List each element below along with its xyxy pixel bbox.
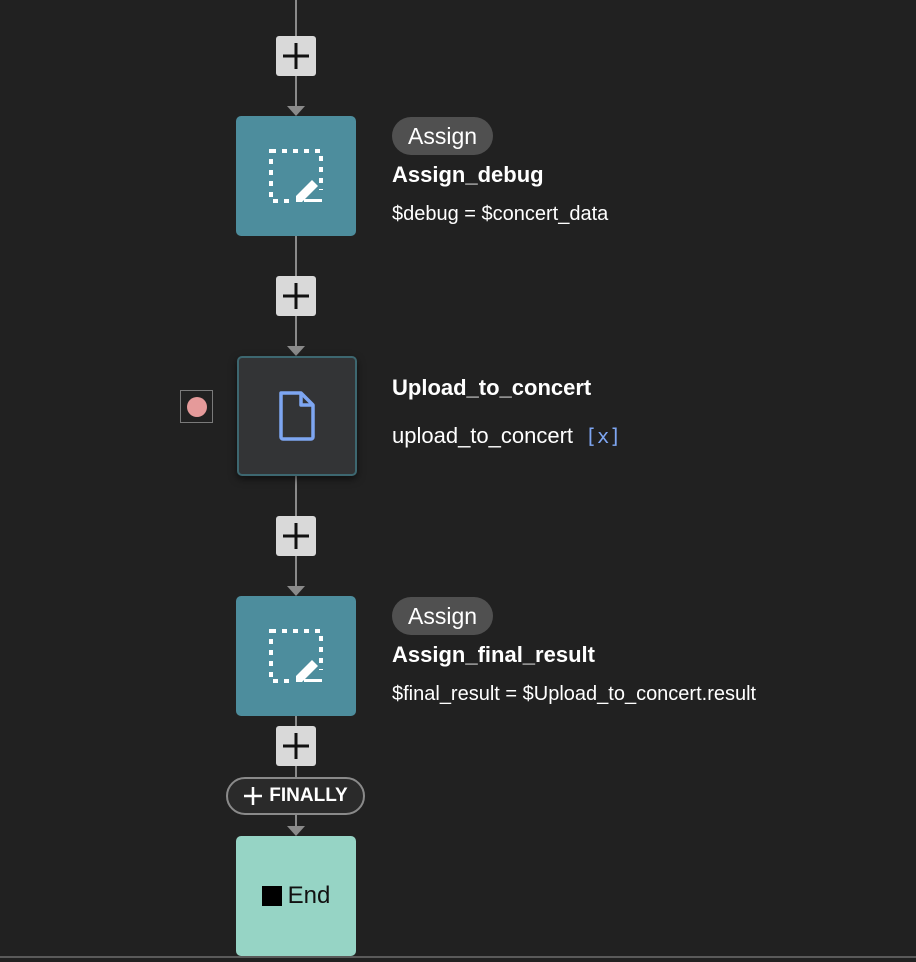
plus-icon	[283, 43, 309, 69]
finally-label: FINALLY	[269, 785, 348, 806]
connector-line	[295, 476, 297, 516]
add-step-button[interactable]	[276, 276, 316, 316]
file-icon	[279, 391, 315, 441]
node-subtitle: $final_result = $Upload_to_concert.resul…	[392, 683, 757, 705]
plus-icon	[283, 523, 309, 549]
stop-icon	[261, 886, 282, 906]
node-type-badge: Assign	[392, 117, 494, 155]
add-step-button[interactable]	[276, 516, 316, 556]
node-end[interactable]: End	[236, 836, 356, 956]
breakpoint-toggle[interactable]	[180, 390, 213, 423]
breakpoint-dot	[186, 396, 207, 417]
variables-icon[interactable]: [x]	[585, 424, 622, 448]
connector-line	[295, 316, 297, 346]
connector-line	[295, 556, 297, 586]
node-subtitle: upload_to_concert	[392, 423, 574, 448]
add-finally-button[interactable]: FINALLY	[226, 777, 365, 815]
node-subtitle: $debug = $concert_data	[392, 203, 609, 225]
node-upload-to-concert[interactable]	[237, 356, 357, 476]
node-title: Upload_to_concert	[392, 375, 592, 400]
plus-icon	[283, 733, 309, 759]
assign-edit-icon	[269, 629, 324, 684]
end-content: End	[261, 882, 331, 910]
node-title: Assign_debug	[392, 162, 544, 187]
node-subtitle-row: upload_to_concert [x]	[392, 423, 621, 449]
add-step-button[interactable]	[276, 36, 316, 76]
connector-line	[295, 766, 297, 777]
connector-arrow	[287, 106, 305, 116]
connector-arrow	[287, 586, 305, 596]
add-step-button[interactable]	[276, 726, 316, 766]
panel-divider	[0, 956, 916, 958]
node-assign-debug[interactable]	[236, 116, 356, 236]
node-title: Assign_final_result	[392, 642, 595, 667]
connector-line	[295, 76, 297, 106]
connector-arrow	[287, 826, 305, 836]
plus-icon	[283, 283, 309, 309]
connector-line	[295, 0, 297, 38]
plus-icon	[244, 787, 263, 805]
node-type-badge: Assign	[392, 597, 494, 635]
connector-line	[295, 815, 297, 826]
connector-arrow	[287, 346, 305, 356]
node-assign-final-result[interactable]	[236, 596, 356, 716]
connector-line	[295, 236, 297, 276]
assign-edit-icon	[269, 149, 324, 204]
end-label: End	[287, 882, 331, 909]
connector-line	[295, 716, 297, 726]
